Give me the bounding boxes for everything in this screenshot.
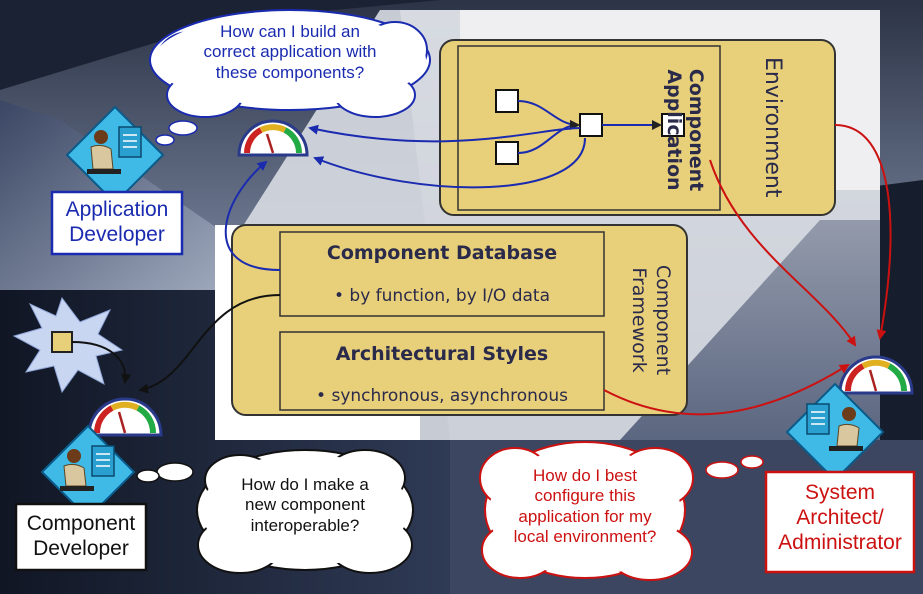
gauge-icon-system-architect [838, 355, 914, 395]
thought-bubble-small-4 [136, 469, 160, 483]
arrow-app-to-gauge-2 [313, 137, 586, 189]
thought-line: How do I best [533, 466, 637, 485]
arrow-database-to-gauge [224, 160, 281, 271]
component-framework-label: Component Framework [627, 255, 675, 385]
component-database-box [279, 231, 605, 317]
app-node-input-2 [495, 141, 519, 165]
role-label-component-developer: Component Developer [16, 511, 146, 561]
component-application-label: Component Application [663, 65, 707, 195]
thought-line: these components? [215, 62, 365, 82]
thought-line: new component [244, 495, 366, 515]
arrow-new-component-to-gauge [71, 341, 132, 384]
arrow-database-to-component-gauge [138, 294, 281, 394]
thought-line: configure this [534, 486, 636, 506]
thought-line: correct application with [203, 42, 377, 62]
thought-line: How do I make a [241, 475, 369, 494]
architectural-styles-box [279, 331, 605, 411]
label-line: Application [663, 69, 685, 191]
thought-cloud-component-developer-fill [201, 454, 409, 566]
role-line: Architect/ [796, 506, 884, 530]
arrow-application-to-admin-gauge [709, 159, 857, 347]
app-edge-2 [517, 120, 580, 154]
arrow-app-to-gauge-1 [308, 124, 581, 143]
thought-bubble-small-2 [155, 134, 175, 146]
role-line: Developer [33, 537, 129, 561]
new-component-node [51, 331, 73, 353]
gauge-icon-component-developer [87, 397, 163, 437]
thought-text-system-architect: How do I best configure this application… [505, 466, 665, 548]
thought-bubble-small-6 [740, 455, 764, 469]
administrator-icon [785, 382, 885, 482]
environment-label: Environment [760, 57, 785, 198]
role-line: Administrator [778, 531, 902, 555]
arrow-environment-to-admin-gauge [834, 124, 892, 340]
database-detail: • by function, by I/O data [333, 286, 550, 306]
thought-cloud-app-developer-fill [154, 14, 426, 106]
thought-text-component-developer: How do I make a new component interopera… [230, 475, 380, 536]
thought-line: application for my [518, 506, 652, 526]
styles-title: Architectural Styles [335, 343, 549, 365]
app-node-input-1 [495, 89, 519, 113]
thought-line: local environment? [513, 527, 657, 547]
thought-bubble-small-1 [168, 120, 198, 136]
gauge-icon-app-developer [237, 119, 309, 157]
role-line: System [804, 481, 875, 504]
thought-line: How can I build an [220, 22, 360, 41]
role-line: Component [26, 512, 136, 535]
thought-text-app-developer: How can I build an correct application w… [190, 22, 390, 83]
app-node-output [661, 113, 685, 137]
label-line: Framework [628, 267, 650, 373]
app-node-combine [579, 113, 603, 137]
thought-cloud-system-architect-fill [489, 448, 681, 576]
role-label-system-architect: System Architect/ Administrator [766, 480, 914, 556]
database-title: Component Database [326, 242, 558, 264]
thought-bubble-small-3 [156, 462, 194, 482]
thought-bubble-small-5 [705, 461, 739, 479]
thought-line: interoperable? [250, 515, 360, 535]
role-box-application-developer [50, 190, 184, 256]
role-box-component-developer [14, 502, 148, 572]
background-dark-corner [0, 0, 440, 90]
arrow-styles-to-admin-gauge [603, 363, 850, 416]
role-line: Developer [69, 223, 165, 247]
developer-icon-component [40, 424, 136, 520]
label-line: Component [685, 68, 707, 192]
label-line: Component [652, 264, 674, 376]
developer-icon-application [65, 105, 165, 205]
role-label-application-developer: Application Developer [52, 197, 182, 247]
styles-detail: • synchronous, asynchronous [316, 386, 568, 406]
role-box-system-architect [764, 470, 916, 574]
role-line: Application [65, 198, 169, 221]
